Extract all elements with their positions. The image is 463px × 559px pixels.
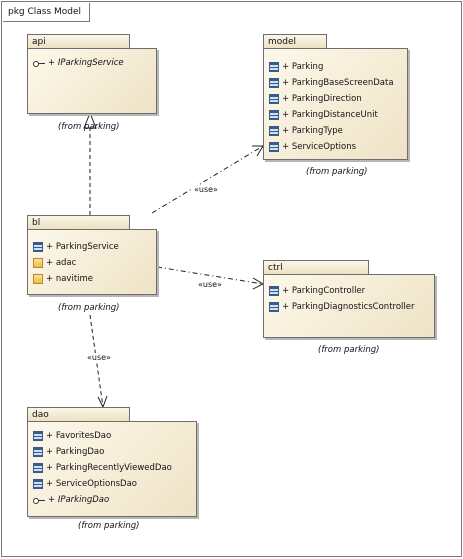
- package-icon: [33, 258, 43, 268]
- class-icon: [269, 62, 279, 72]
- dependency-bl-model: [151, 145, 264, 214]
- member-favoritesdao[interactable]: + FavoritesDao: [28, 428, 196, 444]
- class-icon: [33, 479, 43, 489]
- member-serviceoptions[interactable]: + ServiceOptions: [264, 139, 407, 155]
- interface-icon: [33, 58, 45, 68]
- member-name: ServiceOptions: [291, 142, 357, 152]
- member-visibility: +: [282, 94, 290, 104]
- class-icon: [33, 431, 43, 441]
- package-body: + ParkingService + adac + navitime: [27, 229, 157, 295]
- member-iparkingservice[interactable]: + IParkingService: [28, 55, 156, 71]
- member-visibility: +: [282, 302, 290, 312]
- member-visibility: +: [282, 78, 290, 88]
- package-caption-api: (from parking): [58, 122, 120, 132]
- member-name: ServiceOptionsDao: [55, 479, 137, 489]
- realization-arrowhead: [83, 111, 97, 129]
- member-name: navitime: [55, 274, 94, 284]
- package-body: + Parking + ParkingBaseScreenData + Park…: [263, 48, 408, 160]
- member-visibility: +: [46, 274, 54, 284]
- member-visibility: +: [282, 62, 290, 72]
- package-body: + FavoritesDao + ParkingDao + ParkingRec…: [27, 421, 197, 517]
- package-tab: model: [263, 34, 327, 48]
- use-label-ctrl: «use»: [197, 280, 223, 289]
- member-visibility: +: [48, 495, 56, 505]
- member-visibility: +: [46, 431, 54, 441]
- member-name: Parking: [291, 62, 324, 72]
- package-caption-ctrl: (from parking): [318, 345, 380, 355]
- member-name: ParkingDiagnosticsController: [291, 302, 415, 312]
- dependency-arrowhead-ctrl: [252, 277, 265, 290]
- class-icon: [269, 78, 279, 88]
- member-visibility: +: [46, 242, 54, 252]
- class-icon: [269, 94, 279, 104]
- member-parkingcontroller[interactable]: + ParkingController: [264, 283, 434, 299]
- member-name: ParkingRecentlyViewedDao: [55, 463, 172, 473]
- member-name: ParkingService: [55, 242, 119, 252]
- package-tab: api: [27, 34, 130, 48]
- dependency-arrowhead-model: [252, 145, 264, 157]
- dependency-bl-dao: [89, 314, 104, 408]
- use-label-dao: «use»: [86, 353, 112, 362]
- use-label-model: «use»: [193, 185, 219, 194]
- member-iparkingdao[interactable]: + IParkingDao: [28, 492, 196, 508]
- class-icon: [33, 242, 43, 252]
- member-parkingdao[interactable]: + ParkingDao: [28, 444, 196, 460]
- member-adac[interactable]: + adac: [28, 255, 156, 271]
- member-name: ParkingDao: [55, 447, 105, 457]
- package-caption-dao: (from parking): [78, 521, 140, 531]
- class-icon: [269, 302, 279, 312]
- member-name: ParkingBaseScreenData: [291, 78, 394, 88]
- member-visibility: +: [282, 126, 290, 136]
- member-name: FavoritesDao: [55, 431, 112, 441]
- diagram-title: pkg Class Model: [3, 3, 91, 22]
- member-parking[interactable]: + Parking: [264, 59, 407, 75]
- member-name: IParkingDao: [57, 495, 110, 505]
- package-icon: [33, 274, 43, 284]
- package-caption-bl: (from parking): [58, 303, 120, 313]
- package-tab: bl: [27, 215, 130, 229]
- member-visibility: +: [46, 479, 54, 489]
- package-tab: ctrl: [263, 260, 369, 274]
- member-parkingtype[interactable]: + ParkingType: [264, 123, 407, 139]
- member-serviceoptionsdao[interactable]: + ServiceOptionsDao: [28, 476, 196, 492]
- member-visibility: +: [46, 447, 54, 457]
- member-name: ParkingType: [291, 126, 343, 136]
- package-tab: dao: [27, 407, 130, 421]
- member-name: IParkingService: [57, 58, 124, 68]
- package-body: + IParkingService: [27, 48, 157, 114]
- member-navitime[interactable]: + navitime: [28, 271, 156, 287]
- class-icon: [33, 463, 43, 473]
- member-parkingdistanceunit[interactable]: + ParkingDistanceUnit: [264, 107, 407, 123]
- member-name: ParkingDistanceUnit: [291, 110, 378, 120]
- class-icon: [33, 447, 43, 457]
- member-parkingservice[interactable]: + ParkingService: [28, 239, 156, 255]
- member-parkingbasescreendata[interactable]: + ParkingBaseScreenData: [264, 75, 407, 91]
- member-visibility: +: [46, 258, 54, 268]
- member-visibility: +: [48, 58, 56, 68]
- member-name: ParkingController: [291, 286, 366, 296]
- member-visibility: +: [46, 463, 54, 473]
- class-icon: [269, 142, 279, 152]
- member-visibility: +: [282, 110, 290, 120]
- member-visibility: +: [282, 286, 290, 296]
- package-caption-model: (from parking): [306, 167, 368, 177]
- member-parkingrecentlyvieweddao[interactable]: + ParkingRecentlyViewedDao: [28, 460, 196, 476]
- member-parkingdiagnosticscontroller[interactable]: + ParkingDiagnosticsController: [264, 299, 434, 315]
- class-icon: [269, 126, 279, 136]
- member-name: adac: [55, 258, 77, 268]
- member-parkingdirection[interactable]: + ParkingDirection: [264, 91, 407, 107]
- member-visibility: +: [282, 142, 290, 152]
- member-name: ParkingDirection: [291, 94, 362, 104]
- class-icon: [269, 110, 279, 120]
- package-body: + ParkingController + ParkingDiagnostics…: [263, 274, 435, 338]
- class-icon: [269, 286, 279, 296]
- interface-icon: [33, 495, 45, 505]
